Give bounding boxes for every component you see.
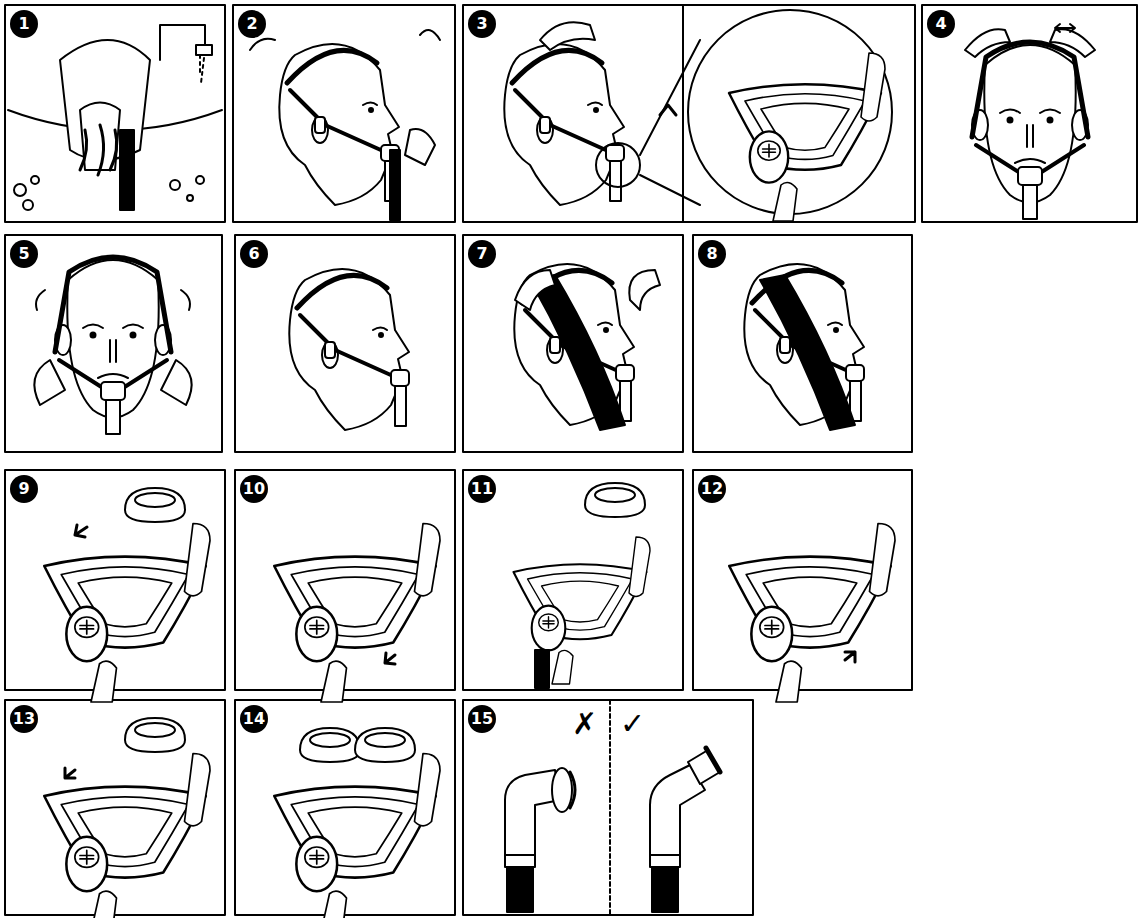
callout-number: 1 [10,10,38,38]
callout-number: 3 [468,10,496,38]
callout-number: 9 [10,475,38,503]
callout-number: 14 [240,705,268,733]
callout-number: 6 [240,240,268,268]
callout-number: 11 [468,475,496,503]
callout-number: 15 [468,705,496,733]
callout-number: 4 [927,10,955,38]
callout-number: 12 [698,475,726,503]
callout-number: 7 [468,240,496,268]
callout-number: 10 [240,475,268,503]
callout-number: 8 [698,240,726,268]
fit-mark: ✓ [620,708,645,740]
callout-number: 5 [10,240,38,268]
fit-mark: ✗ [572,708,597,740]
callout-number: 13 [10,705,38,733]
callout-number: 2 [238,10,266,38]
